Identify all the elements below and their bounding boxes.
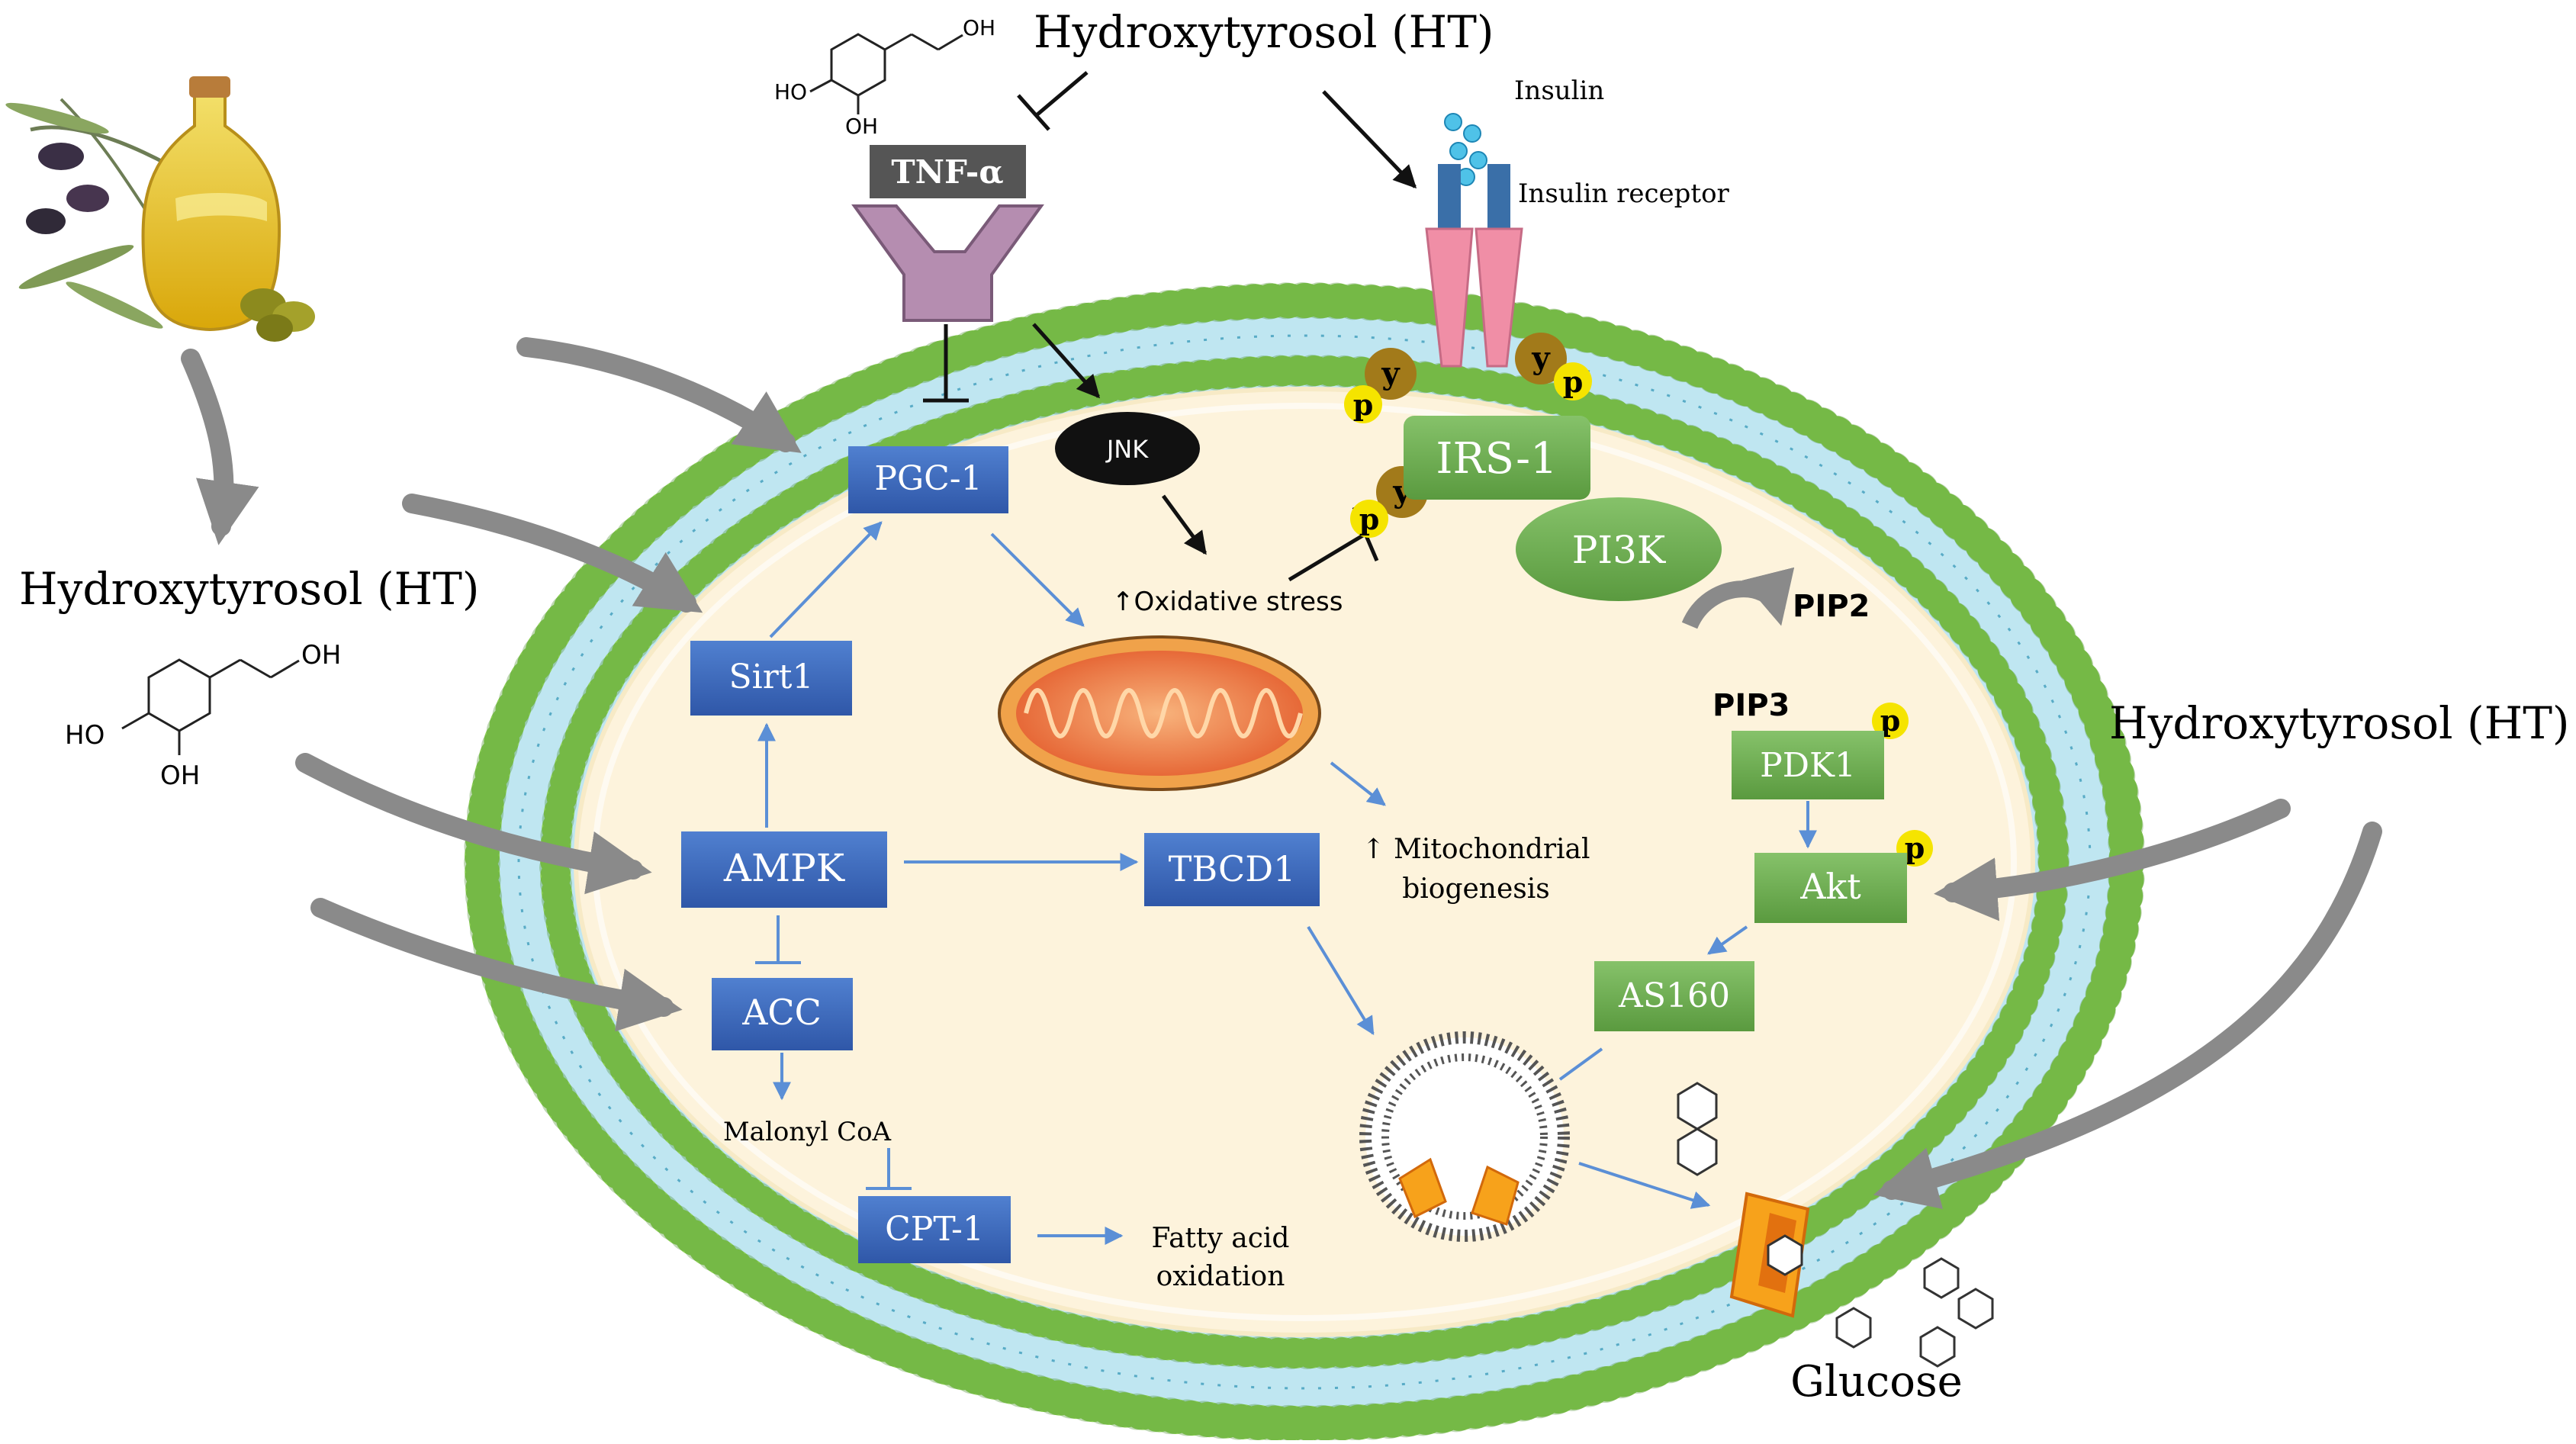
ampk-label: AMPK: [723, 846, 846, 890]
olive-oil-icon: [5, 76, 315, 342]
akt-box: [1754, 853, 1907, 923]
blue-arrows: [757, 521, 1711, 1245]
blue-inhibitions: [755, 915, 912, 1190]
ht-inhibits-tnf: [1017, 71, 1089, 131]
tyr-label-2: y: [1531, 340, 1551, 376]
p-label-akt: p: [1905, 831, 1925, 865]
tnf-to-jnk-arrow: [1032, 323, 1101, 399]
acc-box: [712, 978, 853, 1050]
glucose-label: Glucose: [1790, 1357, 1963, 1407]
akt-label: Akt: [1799, 866, 1861, 907]
ht-molecule-left: [121, 658, 300, 755]
pgc1-label: PGC-1: [874, 459, 982, 498]
akt-to-as160-arrow: [1707, 925, 1748, 955]
pip2-curved-arrow: [1681, 567, 1795, 629]
p-label-2: p: [1563, 365, 1584, 399]
acc-label: ACC: [741, 992, 822, 1033]
insulin-arrow: [1322, 90, 1417, 189]
cpt1-box: [858, 1196, 1011, 1263]
mito-biogenesis-line1: ↑ Mitochondrial: [1362, 834, 1590, 865]
tnf-alpha-label: TNF-α: [891, 153, 1003, 191]
ht-label-left: Hydroxytyrosol (HT): [19, 563, 480, 615]
ht-label-right: Hydroxytyrosol (HT): [2109, 697, 2570, 749]
insulin-receptor-label: Insulin receptor: [1518, 178, 1730, 209]
oxidative-stress-label: ↑Oxidative stress: [1112, 587, 1343, 617]
malonyl-coa-label: Malonyl CoA: [723, 1117, 892, 1147]
pdk1-label: PDK1: [1760, 746, 1856, 785]
insulin-receptor-icon: [1425, 164, 1523, 368]
ht-top-oh2: OH: [845, 114, 878, 139]
ht-label-top: Hydroxytyrosol (HT): [1034, 6, 1494, 58]
tbcd1-label: TBCD1: [1169, 848, 1296, 889]
jnk-oval: [1055, 412, 1200, 485]
phospho-groups: [1344, 333, 1933, 867]
ht-left-oh: OH: [301, 640, 341, 671]
ht-molecule-top: [809, 33, 963, 114]
sirt1-label: Sirt1: [729, 658, 814, 696]
sirt1-box: [690, 641, 852, 716]
pdk1-box: [1732, 731, 1884, 799]
p-label-1: p: [1353, 388, 1374, 422]
tbcd1-box: [1144, 833, 1320, 906]
as160-inhibits-vesicle: [1558, 1047, 1603, 1081]
pip3-label: PIP3: [1713, 688, 1790, 723]
glut4-vesicle-icon: [1359, 1031, 1570, 1242]
ht-left-ho: HO: [65, 720, 105, 751]
mitochondrion-icon: [998, 635, 1321, 791]
fatty-acid-line1: Fatty acid: [1152, 1223, 1290, 1254]
insulin-label: Insulin: [1514, 76, 1604, 106]
mito-biogenesis-line2: biogenesis: [1402, 873, 1550, 905]
tnf-alpha-box: [870, 145, 1026, 198]
glucose-molecules: [1677, 1082, 1994, 1368]
p-label-3: p: [1359, 502, 1380, 536]
as160-label: AS160: [1618, 976, 1730, 1015]
ht-left-oh2: OH: [160, 761, 200, 791]
jnk-to-oxstress-arrow: [1161, 494, 1208, 555]
ampk-box: [681, 831, 887, 908]
cpt1-label: CPT-1: [885, 1210, 984, 1249]
ht-top-oh: OH: [963, 15, 995, 40]
tnf-receptor-icon: [851, 204, 1044, 322]
ht-top-ho: HO: [774, 79, 807, 105]
jnk-label: JNK: [1105, 435, 1149, 464]
fatty-acid-line2: oxidation: [1156, 1261, 1285, 1292]
irs1-box: [1404, 416, 1590, 500]
pi3k-oval: [1516, 497, 1722, 601]
pgc1-box: [848, 446, 1008, 513]
pi3k-label: PI3K: [1572, 528, 1667, 572]
irs1-label: IRS-1: [1436, 434, 1557, 484]
tyr-label-1: y: [1381, 355, 1401, 391]
as160-box: [1594, 961, 1754, 1031]
tnf-inhibits-pgc1: [923, 324, 969, 403]
pip2-label: PIP2: [1793, 589, 1870, 624]
ht-arrows: [181, 337, 2382, 1209]
